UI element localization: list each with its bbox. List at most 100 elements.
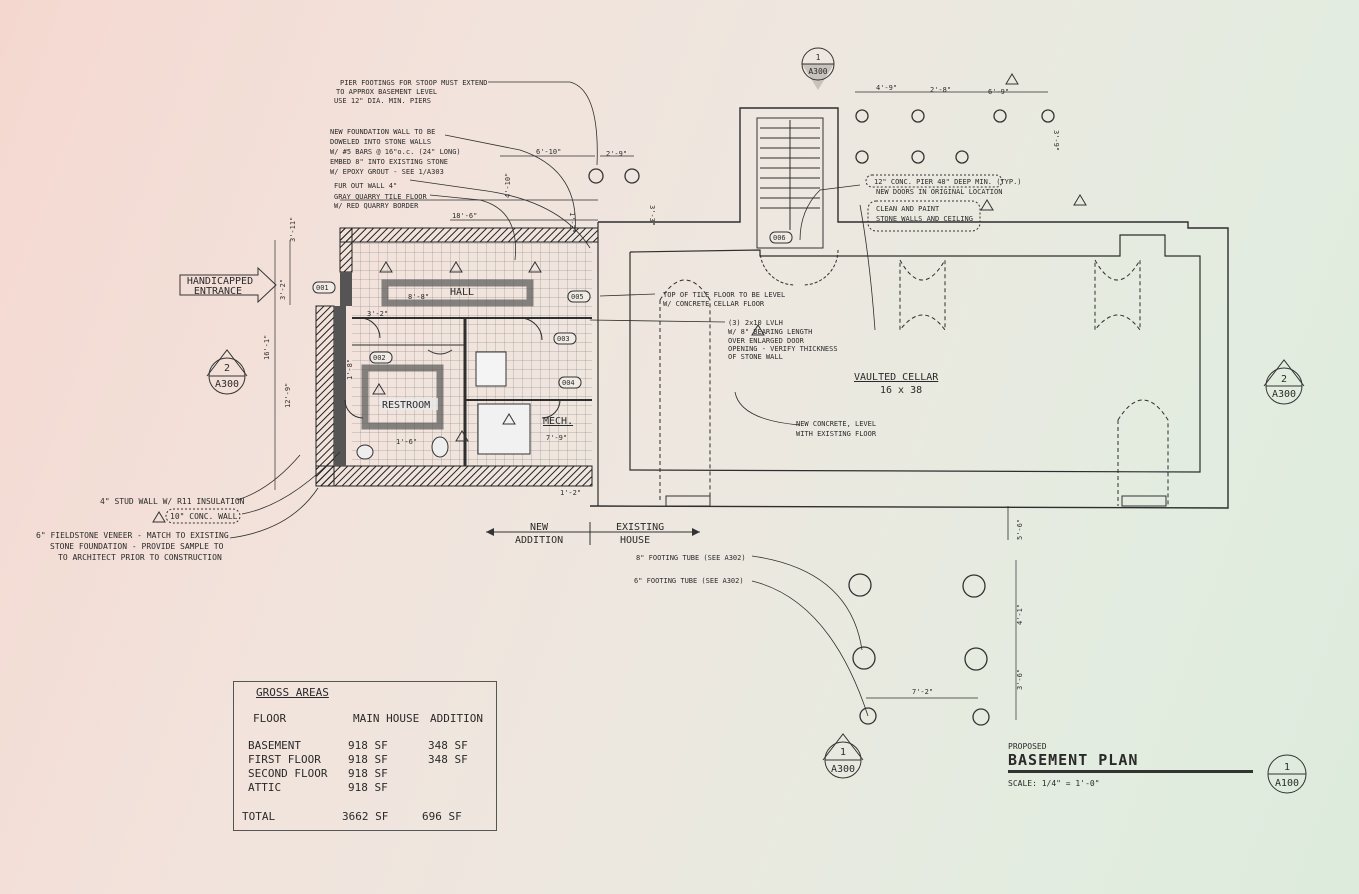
stud-note: 4" STUD WALL W/ R11 INSULATION [100, 497, 245, 506]
dim: 5'-6" [1016, 519, 1024, 540]
pier-note-1: PIER FOOTINGS FOR STOOP MUST EXTEND [340, 79, 488, 87]
leader-lines [229, 81, 1009, 717]
furout-note-1: FUR OUT WALL 4" [334, 182, 397, 190]
veneer-note-3: TO ARCHITECT PRIOR TO CONSTRUCTION [58, 553, 222, 562]
handicapped-label-1: HANDICAPPED [187, 276, 253, 287]
dim: 7'-9" [546, 434, 567, 442]
dim: 3'-3" [648, 205, 656, 226]
header-addition: ADDITION [430, 712, 483, 725]
title-underline [1008, 770, 1253, 773]
section-marker-top: 1 A300 [801, 47, 835, 90]
table-total-row: TOTAL 3662 SF 696 SF [242, 810, 488, 824]
title-block: PROPOSED BASEMENT PLAN SCALE: 1/4" = 1'-… [1008, 742, 1258, 788]
concrete-note-1: NEW CONCRETE, LEVEL [796, 420, 876, 428]
foundation-note-1: NEW FOUNDATION WALL TO BE [330, 128, 435, 136]
pier-note-3: USE 12" DIA. MIN. PIERS [334, 97, 431, 105]
dim: 3'-11" [289, 217, 297, 242]
cell-addition: 348 SF [428, 739, 468, 752]
table-row: BASEMENT 918 SF 348 SF [248, 739, 488, 753]
table-header-row: FLOOR MAIN HOUSE ADDITION [248, 712, 488, 726]
dim: 4'-10" [504, 173, 512, 198]
drawing-scale: SCALE: 1/4" = 1'-0" [1008, 779, 1100, 788]
existing-house-label-1: EXISTING [616, 522, 664, 533]
door-tag: 005 [571, 293, 584, 301]
door-tag: 003 [557, 335, 570, 343]
dim: 16'-1" [263, 335, 271, 360]
new-addition [315, 227, 599, 487]
dim: 1'-2" [560, 489, 581, 497]
vaulted-size: 16 x 38 [880, 385, 922, 396]
section-marker-bottom: 1 A300 [822, 733, 864, 779]
new-addition-label-2: ADDITION [515, 535, 563, 546]
total-label: TOTAL [242, 810, 276, 823]
dim: 3'-2" [367, 310, 388, 318]
header-floor: FLOOR [253, 712, 287, 725]
doors-note: NEW DOORS IN ORIGINAL LOCATION [876, 188, 1002, 196]
handicapped-entrance: HANDICAPPED ENTRANCE [179, 266, 277, 304]
header-main-house: MAIN HOUSE [353, 712, 420, 725]
title-prefix: PROPOSED [1008, 742, 1047, 751]
dim: 3'-2" [279, 279, 287, 300]
gross-areas-table: GROSS AREAS FLOOR MAIN HOUSE ADDITION BA… [233, 681, 497, 831]
hall-label: HALL [450, 287, 474, 298]
table-row: ATTIC 918 SF [248, 781, 488, 795]
lintel-note-1: (3) 2x10 LVLH [728, 319, 783, 327]
sheet-marker: 1 A100 [1267, 754, 1307, 794]
dim: 1'-3" [568, 212, 576, 233]
pier-note-2: TO APPROX BASEMENT LEVEL [336, 88, 437, 96]
section-marker-right: 2 A300 [1263, 359, 1305, 405]
dim: 1'-8" [346, 359, 354, 380]
new-addition-label-1: NEW [530, 522, 549, 533]
foundation-note-3: W/ #5 BARS @ 16"o.c. (24" LONG) [330, 148, 461, 156]
dim: 2'-8" [930, 86, 951, 94]
room-labels: HALL RESTROOM MECH. [380, 287, 573, 427]
section-ref: A300 [831, 764, 855, 775]
door-tag: 006 [773, 234, 786, 242]
lintel-note-2: W/ 8" BEARING LENGTH [728, 328, 812, 336]
gross-areas-title: GROSS AREAS [256, 686, 329, 699]
pier-top-note: 12" CONC. PIER 48" DEEP MIN. (TYP.) [874, 178, 1022, 186]
table-row: FIRST FLOOR 918 SF 348 SF [248, 753, 488, 767]
dim: 3'-9" [1052, 130, 1060, 151]
furout-note-2: GRAY QUARRY TILE FLOOR [334, 193, 428, 201]
cell-addition: 348 SF [428, 753, 468, 766]
footing-circles [588, 109, 1055, 726]
lintel-note-5: OF STONE WALL [728, 353, 783, 361]
section-ref: A300 [1272, 389, 1296, 400]
door-tag: 001 [316, 284, 329, 292]
total-addition: 696 SF [422, 810, 462, 823]
handicapped-label-2: ENTRANCE [194, 286, 242, 297]
drawing-title: BASEMENT PLAN [1008, 751, 1139, 769]
sheet-ref: A100 [1275, 778, 1299, 789]
section-ref: A300 [808, 67, 827, 76]
dim: 8'-8" [408, 293, 429, 301]
section-num: 2 [224, 363, 230, 374]
mech-label: MECH. [543, 416, 573, 427]
section-num: 2 [1281, 374, 1287, 385]
section-num: 1 [816, 53, 821, 62]
sheet-num: 1 [1284, 762, 1290, 773]
stair [756, 117, 824, 249]
veneer-note-1: 6" FIELDSTONE VENEER - MATCH TO EXISTING [36, 531, 229, 540]
vaulted-cellar-label: VAULTED CELLAR [854, 372, 939, 383]
revision-marks [152, 73, 1087, 523]
foundation-note-4: EMBED 8" INTO EXISTING STONE [330, 158, 448, 166]
cell-floor: BASEMENT [248, 739, 301, 752]
dim: 4'-1" [1016, 604, 1024, 625]
concrete-note-2: WITH EXISTING FLOOR [796, 430, 877, 438]
dimension-lines [274, 91, 1048, 720]
restroom-label: RESTROOM [382, 400, 430, 411]
door-tag: 004 [562, 379, 575, 387]
dim: 6'-10" [536, 148, 561, 156]
footing-8-note: 8" FOOTING TUBE (SEE A302) [636, 554, 746, 562]
table-row: SECOND FLOOR 918 SF [248, 767, 488, 781]
clean-note-2: STONE WALLS AND CEILING [876, 215, 973, 223]
cell-floor: ATTIC [248, 781, 282, 794]
foundation-note-5: W/ EPOXY GROUT - SEE 1/A303 [330, 168, 444, 176]
tile-note-1: TOP OF TILE FLOOR TO BE LEVEL [663, 291, 785, 299]
dim: 2'-9" [606, 150, 627, 158]
clean-note-1: CLEAN AND PAINT [876, 205, 940, 213]
door-tag: 002 [373, 354, 386, 362]
dimension-labels: 6'-10" 2'-9" 3'-3" 4'-10" 1'-3" 18'-6" 3… [263, 84, 1060, 696]
